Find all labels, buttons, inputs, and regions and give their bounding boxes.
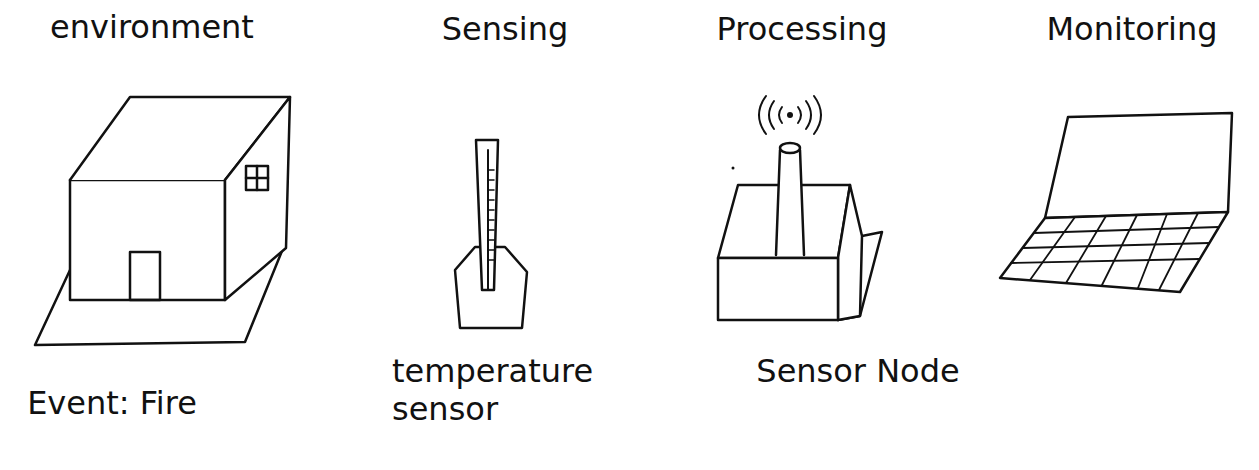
house-drawing <box>35 97 290 345</box>
sensor-node-drawing <box>718 96 882 320</box>
laptop-drawing <box>1000 113 1232 292</box>
stage-heading: Processing <box>717 10 888 48</box>
stage-heading: Monitoring <box>1046 10 1217 48</box>
thermometer-drawing <box>455 140 527 328</box>
stage-heading: Sensing <box>442 10 568 48</box>
event-label: Event: Fire <box>27 384 197 422</box>
component-label: Sensor Node <box>756 352 959 390</box>
component-label: temperature sensor <box>392 352 642 429</box>
stage-heading: environment <box>50 8 254 46</box>
